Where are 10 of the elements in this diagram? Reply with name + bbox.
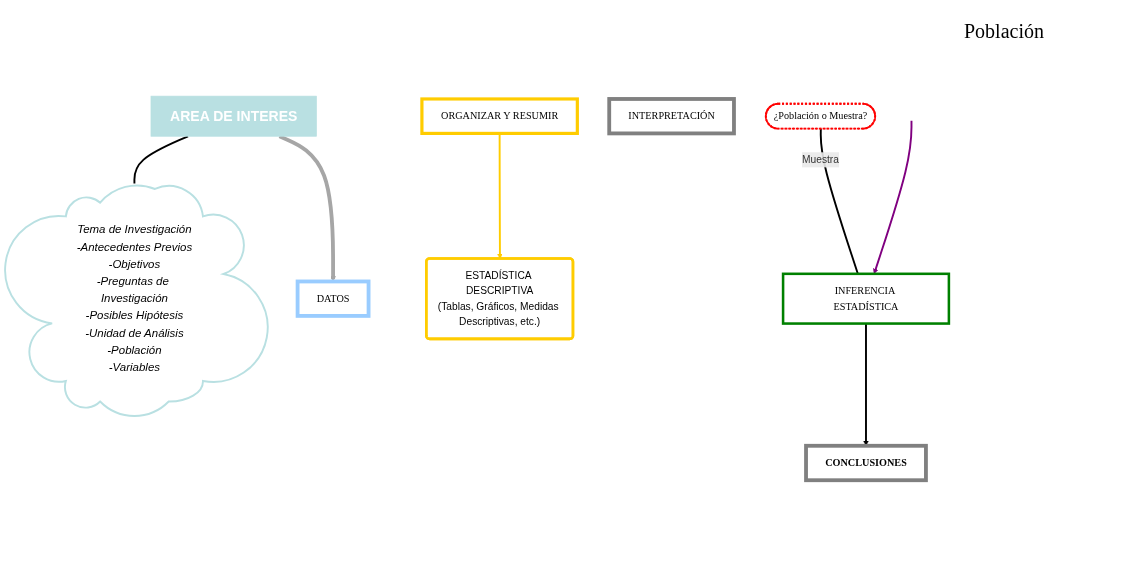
node-box: ORGANIZAR Y RESUMIR bbox=[420, 97, 579, 136]
node-box: INTERPRETACIÓN bbox=[607, 97, 736, 136]
arrow bbox=[873, 120, 913, 275]
note-label: Población bbox=[964, 20, 1045, 43]
edge-label: Muestra bbox=[802, 154, 839, 166]
node-box: DATOS bbox=[295, 279, 371, 319]
node-box: CONCLUSIONES bbox=[804, 444, 928, 483]
connector bbox=[133, 135, 190, 185]
node-box: AREA DE INTERES bbox=[150, 96, 317, 137]
node-box: INFERENCIA ESTADÍSTICA bbox=[781, 272, 951, 326]
